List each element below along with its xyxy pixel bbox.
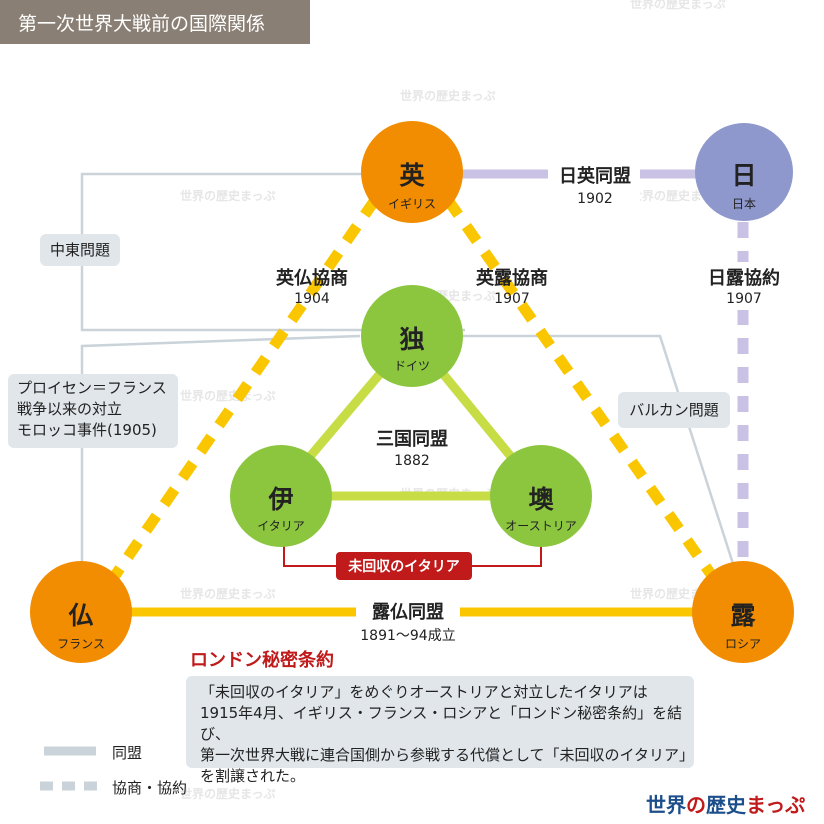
note-middle-east: 中東問題 xyxy=(40,234,120,266)
anglo-japanese-name: 日英同盟 xyxy=(559,165,631,187)
node-france: 仏 フランス xyxy=(30,561,132,663)
node-germany-sub: ドイツ xyxy=(394,359,430,373)
brand-logo: 世界の歴史まっぷ xyxy=(646,789,805,818)
prussia-france-line xyxy=(80,334,361,575)
node-austria-main: 墺 xyxy=(528,485,554,514)
london-line-4: を割譲された。 xyxy=(200,767,306,785)
anglo-japanese-year: 1902 xyxy=(577,191,613,207)
entente-cordiale-name: 英仏協商 xyxy=(275,267,348,289)
triple-alliance-name: 三国同盟 xyxy=(376,429,448,450)
watermark: 世界の歴史まっぷ xyxy=(630,0,726,11)
legend-alliance-label: 同盟 xyxy=(112,744,143,762)
brand-part2: の xyxy=(686,793,706,817)
node-russia-sub: ロシア xyxy=(725,637,761,651)
anglo-russian-name: 英露協商 xyxy=(475,267,548,289)
node-britain-sub: イギリス xyxy=(388,197,436,211)
node-germany: 独 ドイツ xyxy=(361,285,463,387)
russo-japanese-year: 1907 xyxy=(726,291,762,307)
london-treaty-note: 「未回収のイタリア」をめぐりオーストリアと対立したイタリアは 1915年4月、イ… xyxy=(186,676,694,785)
london-line-2: 1915年4月、イギリス・フランス・ロシアと「ロンドン秘密条約」を結び、 xyxy=(200,704,683,743)
node-italy-main: 伊 xyxy=(267,485,293,514)
node-japan: 日 日本 xyxy=(695,123,793,221)
node-austria: 墺 オーストリア xyxy=(490,445,592,547)
anglo-russian-year: 1907 xyxy=(494,291,530,307)
london-line-3: 第一次世界大戦に連合国側から参戦する代償として「未回収のイタリア」 xyxy=(200,746,694,764)
london-line-1: 「未回収のイタリア」をめぐりオーストリアと対立したイタリアは xyxy=(200,683,648,701)
node-japan-sub: 日本 xyxy=(732,197,756,211)
node-britain: 英 イギリス xyxy=(361,121,463,223)
brand-part4: まっぷ xyxy=(746,793,806,817)
node-japan-main: 日 xyxy=(731,161,756,190)
watermark: 世界の歴史まっぷ xyxy=(180,786,276,801)
watermark: 世界の歴史まっぷ xyxy=(180,388,276,403)
franco-russian-year: 1891〜94成立 xyxy=(360,628,455,644)
triple-alliance-year: 1882 xyxy=(394,453,430,469)
anglo-japanese-label-bg xyxy=(548,162,640,210)
brand-part1: 世界 xyxy=(646,793,686,817)
russo-japanese-label-bg xyxy=(700,262,788,310)
brand-part3: 歴史 xyxy=(706,793,746,817)
node-italy: 伊 イタリア xyxy=(230,445,332,547)
node-france-main: 仏 xyxy=(68,601,93,630)
node-russia: 露 ロシア xyxy=(692,561,794,663)
note-middle-east-text: 中東問題 xyxy=(49,241,110,259)
note-prussia-france: プロイセン＝フランス 戦争以来の対立 モロッコ事件(1905) xyxy=(8,374,178,448)
legend-entente-label: 協商・協約 xyxy=(112,779,188,797)
franco-russian-name: 露仏同盟 xyxy=(372,602,444,623)
franco-russian-label-bg xyxy=(356,598,460,648)
london-treaty-title: ロンドン秘密条約 xyxy=(190,650,334,671)
note-prussia-france-line2: 戦争以来の対立 xyxy=(17,400,123,418)
node-germany-main: 独 xyxy=(399,325,424,354)
balkans-line xyxy=(462,334,737,571)
entente-cordiale-year: 1904 xyxy=(294,291,330,307)
node-france-sub: フランス xyxy=(57,637,105,651)
note-balkans-text: バルカン問題 xyxy=(629,401,719,419)
watermark: 世界の歴史まっぷ xyxy=(180,188,276,203)
note-prussia-france-line1: プロイセン＝フランス xyxy=(17,379,167,397)
anglo-russian-line xyxy=(443,196,727,594)
note-prussia-france-line3: モロッコ事件(1905) xyxy=(17,421,157,439)
entente-cordiale-line xyxy=(100,196,380,594)
node-russia-main: 露 xyxy=(730,601,756,630)
italia-irredenta-badge xyxy=(336,552,472,580)
watermark: 世界の歴史まっぷ xyxy=(180,586,276,601)
node-britain-main: 英 xyxy=(399,161,425,190)
node-austria-sub: オーストリア xyxy=(505,519,576,533)
russo-japanese-name: 日露協約 xyxy=(708,267,780,289)
italia-irredenta-label: 未回収のイタリア xyxy=(348,558,459,575)
watermark: 世界の歴史まっぷ xyxy=(400,88,496,103)
note-balkans: バルカン問題 xyxy=(618,392,730,428)
page-title: 第一次世界大戦前の国際関係 xyxy=(18,13,266,35)
title-bar: 第一次世界大戦前の国際関係 xyxy=(0,0,310,44)
node-italy-sub: イタリア xyxy=(257,519,305,533)
